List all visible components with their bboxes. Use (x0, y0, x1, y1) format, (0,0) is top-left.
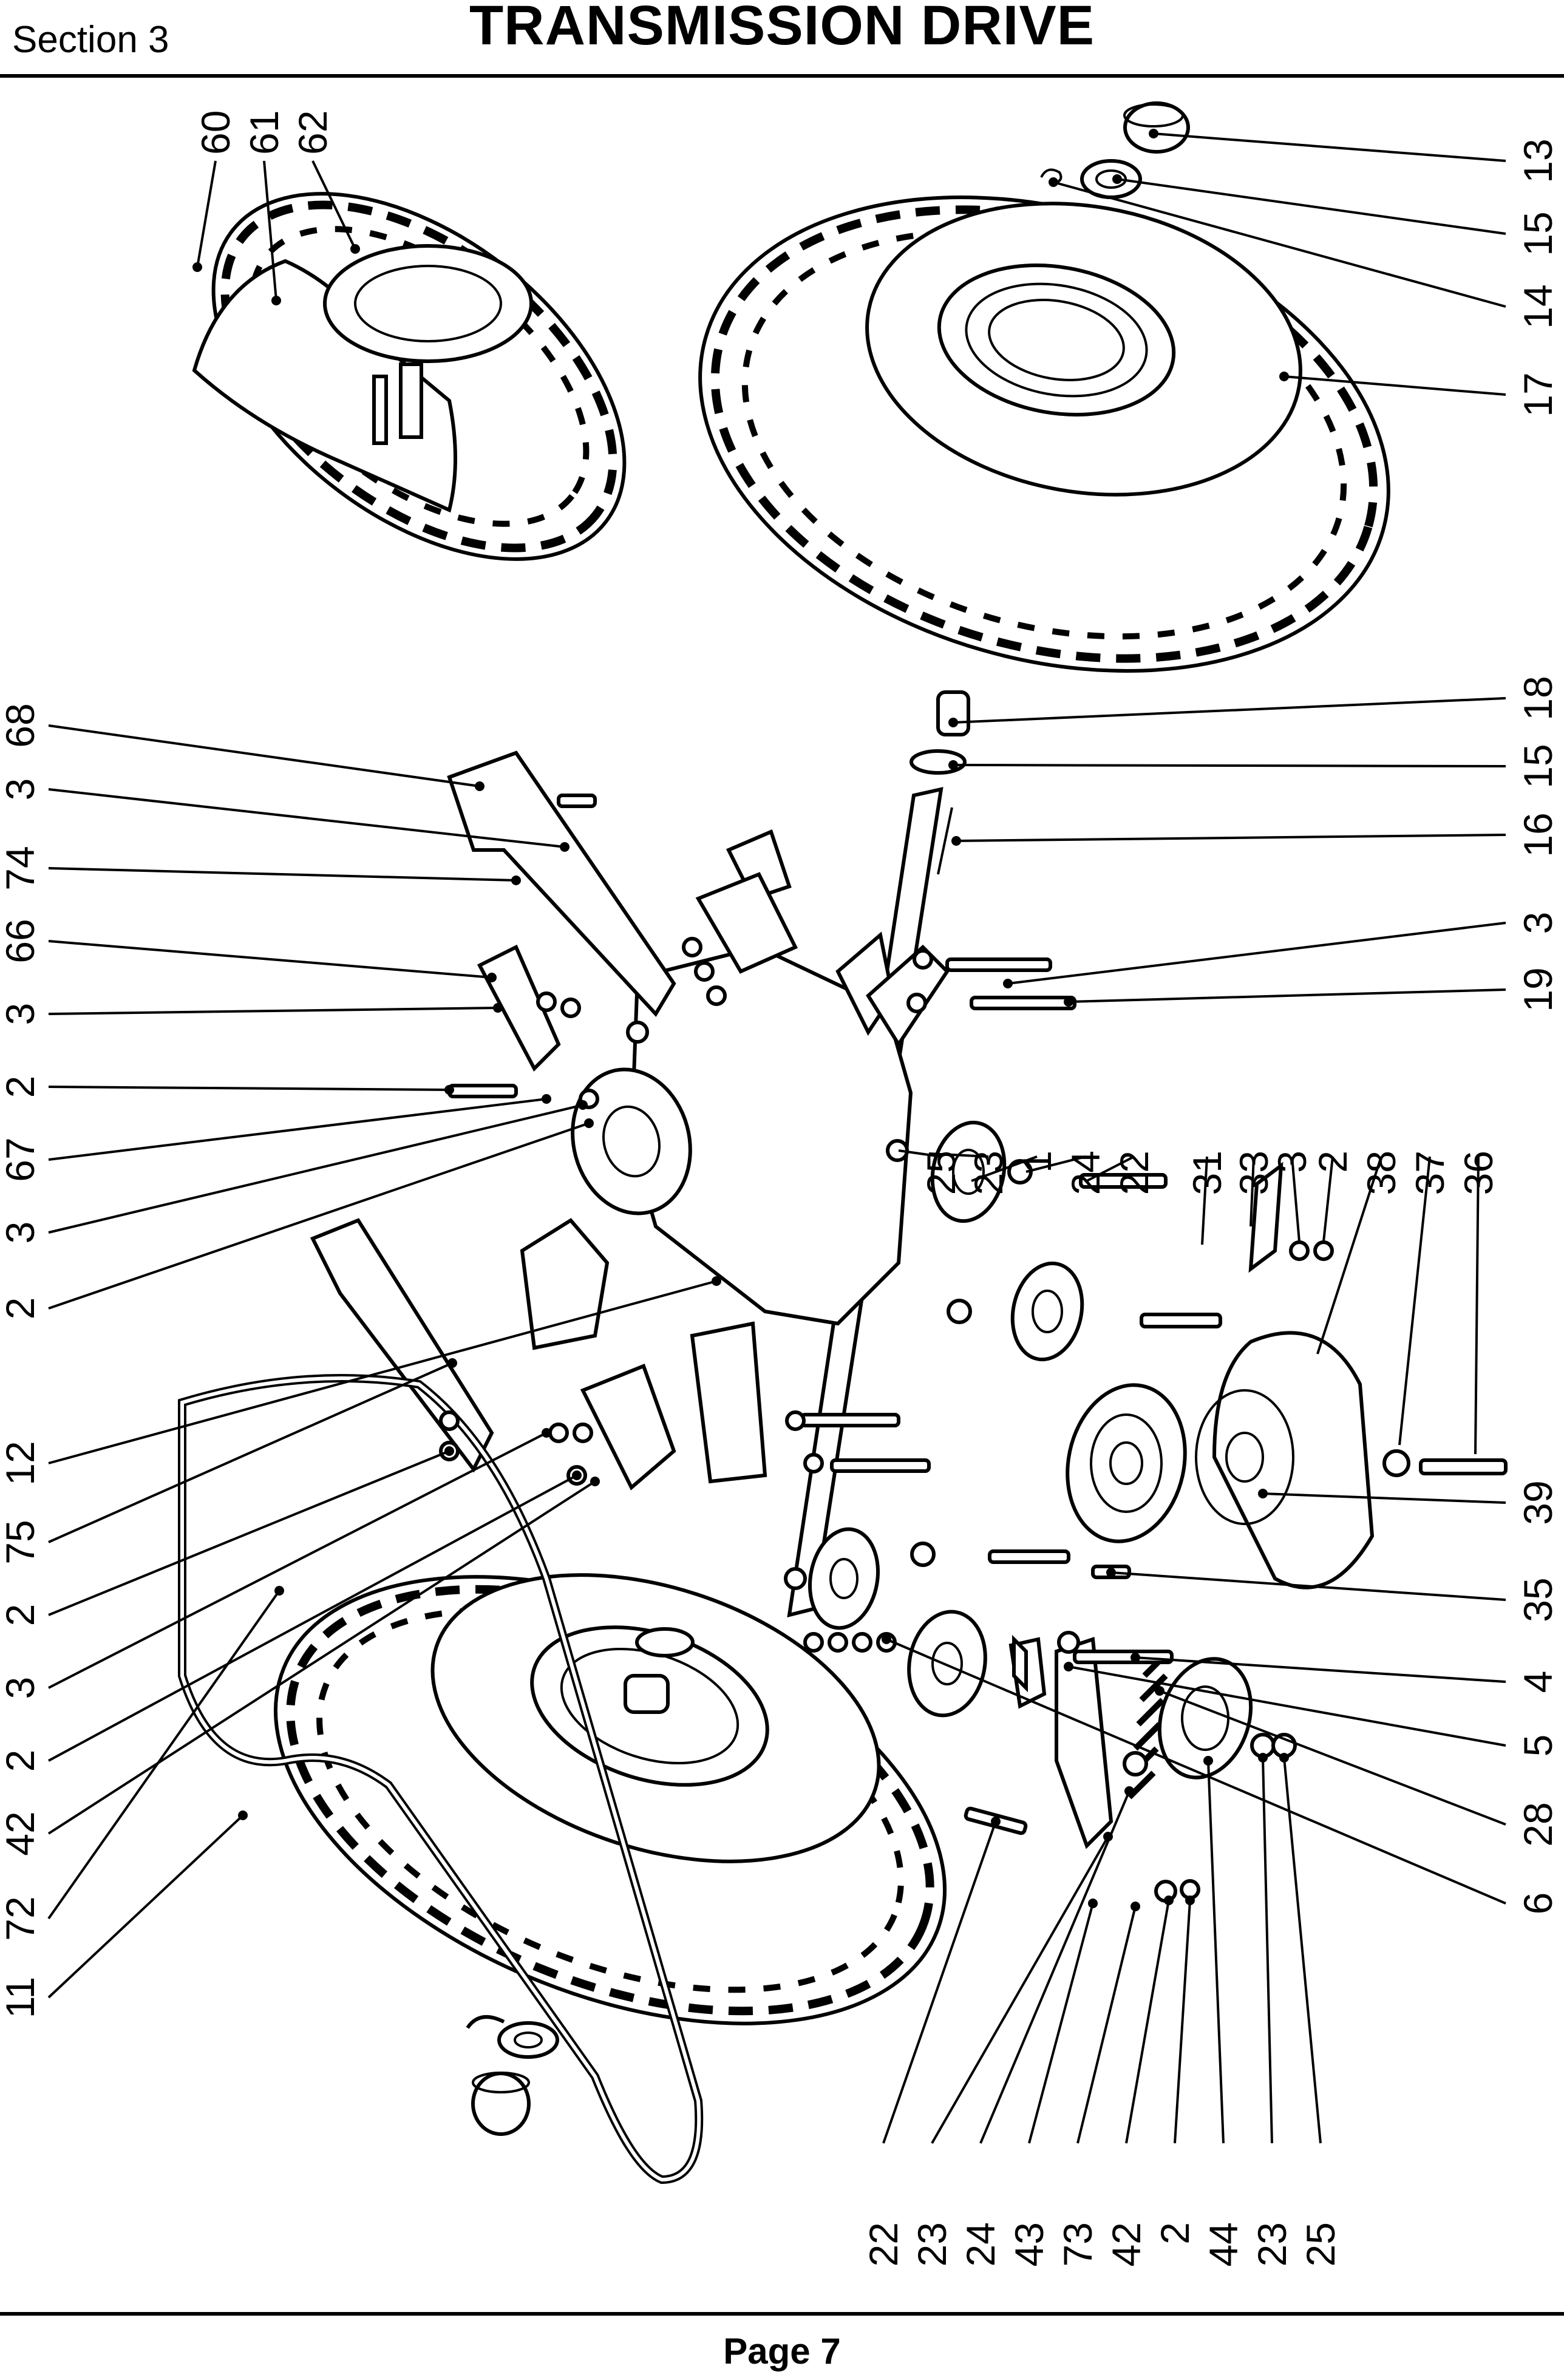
callout-39: 39 (1515, 1480, 1560, 1525)
callout-37: 37 (1407, 1151, 1452, 1195)
callout-2: 2 (1310, 1151, 1355, 1173)
rear-wheel-right (698, 195, 1390, 673)
callout-73: 73 (1055, 2222, 1100, 2266)
header-rule (0, 74, 1564, 78)
callouts-middle: 25 23 1 24 22 31 33 3 2 38 37 36 (919, 1151, 1501, 1195)
callouts-top-left: 60 61 62 (193, 110, 335, 155)
callout-61: 61 (242, 110, 287, 155)
callout-24: 24 (958, 2222, 1003, 2266)
callout-11: 11 (0, 1977, 42, 2019)
drive-belt (178, 1374, 704, 2184)
callout-12: 12 (0, 1441, 42, 1485)
callout-19: 19 (1515, 967, 1560, 1011)
callout-68: 68 (0, 703, 42, 747)
callout-23: 23 (909, 2222, 954, 2266)
callout-2: 2 (0, 1604, 42, 1627)
callout-3: 3 (0, 1222, 42, 1244)
callout-62: 62 (290, 110, 335, 155)
callout-36: 36 (1456, 1151, 1501, 1195)
callout-4: 4 (1515, 1671, 1560, 1693)
section-label: Section 3 (12, 19, 169, 61)
callout-44: 44 (1201, 2222, 1246, 2266)
callout-72: 72 (0, 1896, 42, 1940)
callout-35: 35 (1515, 1577, 1560, 1622)
callout-67: 67 (0, 1137, 42, 1182)
callout-2: 2 (0, 1076, 42, 1098)
callout-15: 15 (1515, 744, 1560, 788)
callout-6: 6 (1515, 1892, 1560, 1915)
callout-66: 66 (0, 919, 42, 963)
callouts-left: 68 3 74 66 3 2 67 3 2 12 75 2 3 2 42 72 … (0, 703, 42, 2018)
callout-28: 28 (1515, 1802, 1560, 1846)
front-wheel-cutaway (192, 192, 627, 561)
callout-38: 38 (1359, 1151, 1404, 1195)
callout-15: 15 (1515, 211, 1560, 256)
callout-60: 60 (193, 110, 238, 155)
callout-42: 42 (1104, 2222, 1149, 2266)
callout-13: 13 (1515, 138, 1560, 183)
callout-25: 25 (919, 1151, 964, 1195)
callout-2: 2 (1152, 2222, 1197, 2245)
callout-5: 5 (1515, 1735, 1560, 1757)
callout-1: 1 (1015, 1151, 1059, 1173)
callout-14: 14 (1515, 284, 1560, 328)
callout-43: 43 (1007, 2222, 1052, 2266)
callout-22: 22 (1112, 1151, 1157, 1195)
callout-23: 23 (1250, 2222, 1294, 2266)
callout-2: 2 (0, 1750, 42, 1772)
page-number: Page 7 (723, 2331, 841, 2372)
callouts-bottom: 22 23 24 43 73 42 2 44 23 25 (861, 2222, 1343, 2266)
leader-lines (47, 129, 1506, 2144)
callout-3: 3 (1270, 1151, 1314, 1173)
callout-3: 3 (0, 1003, 42, 1025)
callout-3: 3 (0, 778, 42, 801)
callout-2: 2 (0, 1297, 42, 1320)
callout-3: 3 (1515, 912, 1560, 934)
callout-31: 31 (1185, 1151, 1229, 1195)
callout-25: 25 (1298, 2222, 1343, 2266)
callout-22: 22 (861, 2222, 906, 2266)
callout-18: 18 (1515, 676, 1560, 720)
callout-17: 17 (1515, 372, 1560, 416)
callout-23: 23 (966, 1151, 1011, 1195)
callout-24: 24 (1063, 1151, 1108, 1195)
mounting-brackets (310, 750, 1114, 1849)
transaxle-housing (520, 829, 950, 1484)
callout-33: 33 (1231, 1151, 1276, 1195)
footer-rule (0, 2312, 1564, 2316)
callout-75: 75 (0, 1520, 42, 1564)
callout-16: 16 (1515, 812, 1560, 857)
callout-3: 3 (0, 1677, 42, 1699)
page-title: TRANSMISSION DRIVE (469, 0, 1095, 56)
callout-74: 74 (0, 846, 42, 890)
callouts-right: 13 15 14 17 18 15 16 3 19 39 35 4 5 28 6 (1515, 138, 1560, 1914)
callout-42: 42 (0, 1811, 42, 1855)
